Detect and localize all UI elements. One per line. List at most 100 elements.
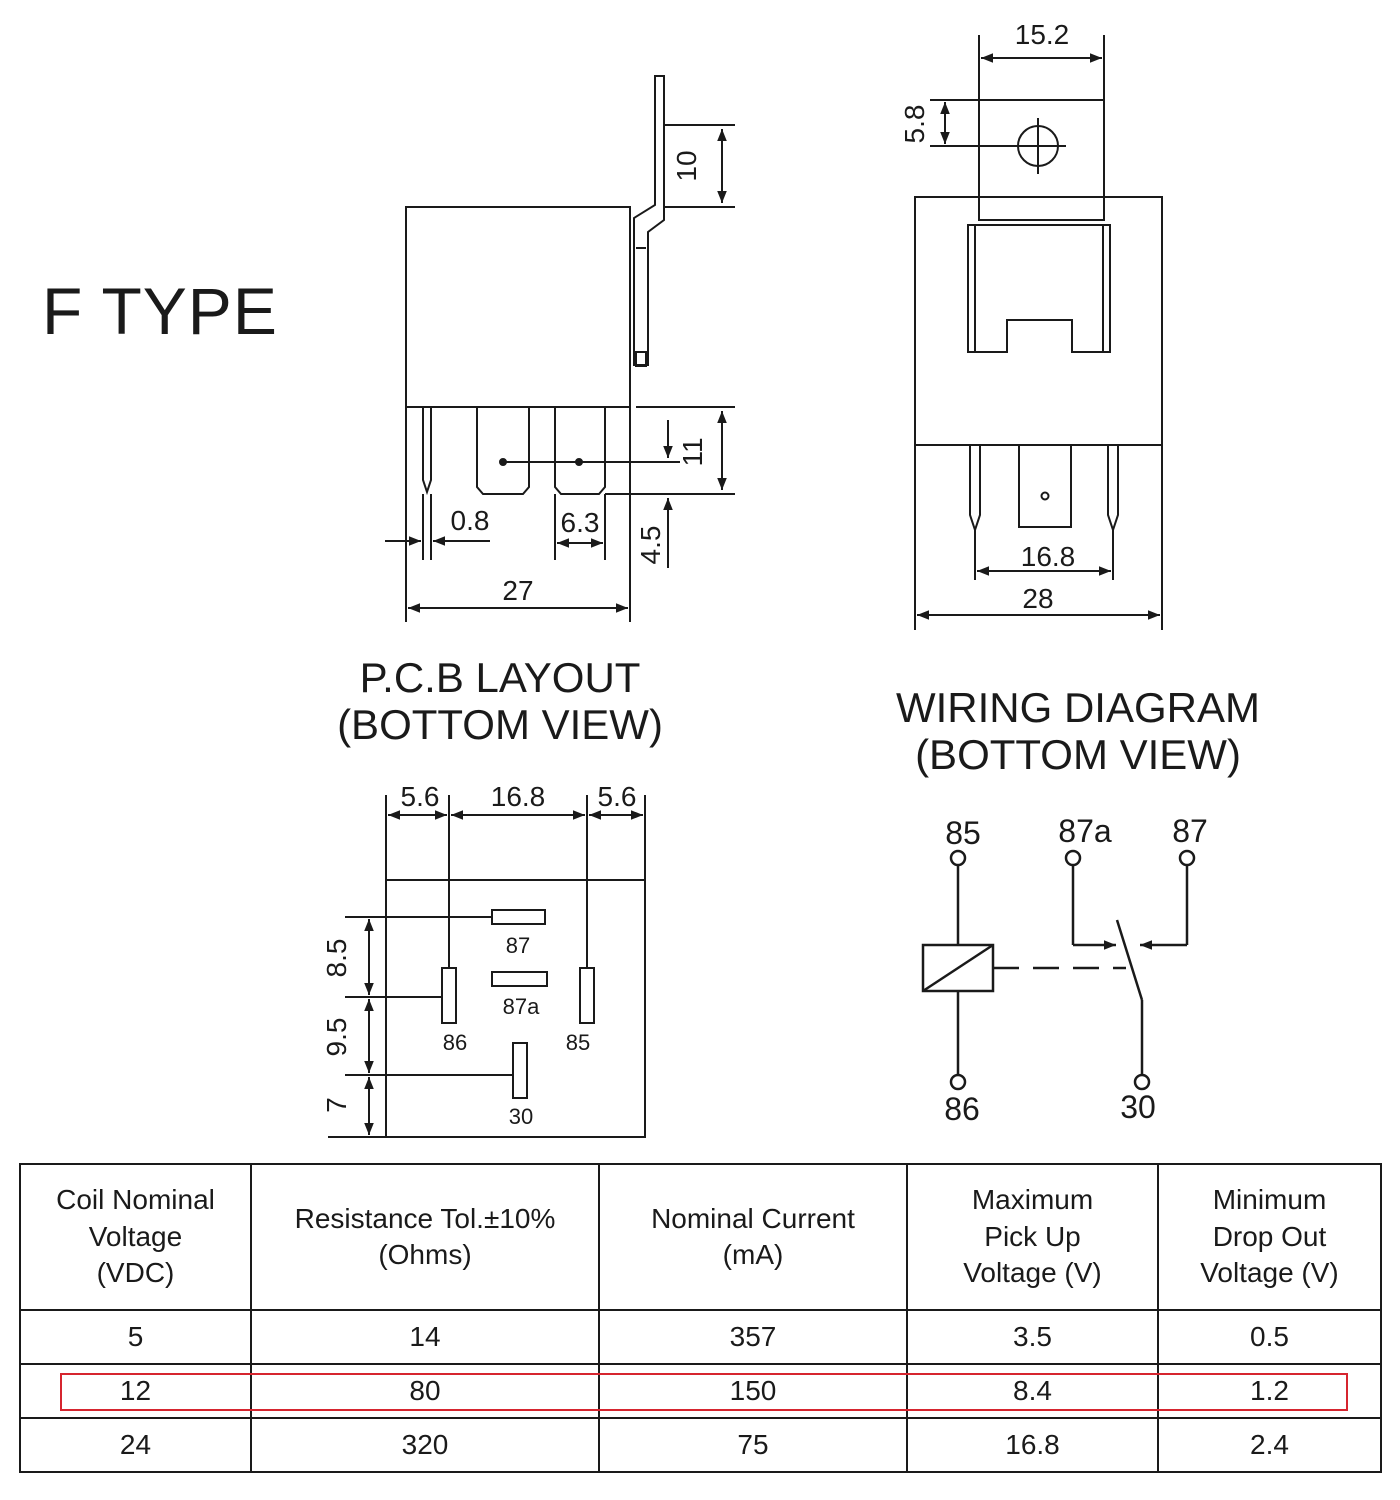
pad-87 (491, 909, 546, 925)
table-row: 12 80 150 8.4 1.2 (19, 1363, 1382, 1419)
dim-hole-height: 5.8 (899, 105, 930, 144)
pin-right-front (1107, 445, 1119, 534)
front-view-dims: 15.2 5.8 16.8 28 (899, 19, 1075, 614)
header-line: (Ohms) (378, 1239, 472, 1270)
header-line: (VDC) (96, 1257, 175, 1289)
terminal-87-circle (1178, 849, 1196, 867)
table-header-row: Coil Nominal Voltage (VDC) Resistance To… (19, 1163, 1382, 1311)
pad-86 (441, 967, 457, 1024)
blade-terminal-right (554, 407, 606, 495)
header-coil-voltage: Coil Nominal Voltage (VDC) (19, 1163, 252, 1311)
header-line: Nominal Current (651, 1202, 855, 1234)
pcb-dim-lower: 7 (321, 1097, 352, 1113)
pcb-layout-heading-line2: (BOTTOM VIEW) (337, 701, 663, 749)
table-cell: 16.8 (906, 1417, 1159, 1473)
terminal-label-30: 30 (1120, 1089, 1156, 1125)
pcb-dim-middle: 9.5 (321, 1018, 352, 1057)
header-resistance: Resistance Tol.±10% (Ohms) (250, 1163, 600, 1311)
table-row: 5 14 357 3.5 0.5 (19, 1309, 1382, 1365)
header-line: (mA) (722, 1239, 784, 1270)
pad-87a (491, 971, 548, 987)
relay-body-front (914, 196, 1163, 446)
dim-tab-width: 15.2 (1015, 19, 1070, 50)
relay-body-side (405, 206, 631, 408)
table-row: 24 320 75 16.8 2.4 (19, 1417, 1382, 1473)
pcb-layout-drawing (328, 795, 646, 1138)
side-view-dims: 10 11 0.8 6.3 4.5 27 (451, 150, 708, 606)
wiring-diagram-labels: 85 87a 87 86 30 (944, 813, 1208, 1127)
header-line: Drop Out (1212, 1220, 1327, 1252)
header-line: Voltage (V) (963, 1257, 1102, 1289)
table-cell: 5 (19, 1309, 252, 1365)
pcb-pin-label-87a: 87a (503, 994, 540, 1019)
pcb-layout-labels: 5.6 16.8 5.6 8.5 9.5 7 87 87a 86 85 30 (321, 781, 636, 1129)
dim-body-width-front: 28 (1022, 583, 1053, 614)
header-line: Voltage (88, 1220, 183, 1252)
technical-drawing: 10 11 0.8 6.3 4.5 27 (321, 19, 1208, 1138)
terminal-label-86: 86 (944, 1091, 980, 1127)
table-cell: 2.4 (1157, 1417, 1382, 1473)
header-line: Resistance Tol.±10% (294, 1202, 556, 1234)
pin-left-front (969, 445, 981, 534)
pad-30 (512, 1042, 528, 1099)
pcb-dim-right-offset: 5.6 (598, 781, 637, 812)
pcb-dim-left-offset: 5.6 (401, 781, 440, 812)
dim-pin-spacing: 16.8 (1021, 541, 1076, 572)
dim-bracket-height: 10 (671, 150, 702, 181)
table-cell: 24 (19, 1417, 252, 1473)
switch-armature (1115, 919, 1144, 1001)
blade-center-front (1018, 445, 1072, 528)
coil-spec-table: Coil Nominal Voltage (VDC) Resistance To… (19, 1163, 1382, 1473)
bracket-slot-front (967, 224, 1111, 353)
table-cell: 75 (598, 1417, 908, 1473)
header-line: Coil Nominal (56, 1184, 215, 1216)
terminal-label-87: 87 (1172, 813, 1208, 849)
table-cell: 0.5 (1157, 1309, 1382, 1365)
header-line: Minimum (1212, 1184, 1327, 1216)
wiring-diagram-heading-line2: (BOTTOM VIEW) (915, 731, 1241, 779)
blade-terminal-left (476, 407, 530, 495)
terminal-label-87a: 87a (1058, 813, 1112, 849)
header-pickup-voltage: Maximum Pick Up Voltage (V) (906, 1163, 1159, 1311)
pcb-pin-label-30: 30 (509, 1104, 533, 1129)
terminal-label-85: 85 (945, 815, 981, 851)
pcb-pin-label-87: 87 (506, 933, 530, 958)
page-title: F TYPE (42, 274, 278, 348)
pcb-dim-upper: 8.5 (321, 939, 352, 978)
dim-hole-offset: 4.5 (635, 526, 666, 565)
table-cell: 320 (250, 1417, 600, 1473)
header-current: Nominal Current (mA) (598, 1163, 908, 1311)
pcb-dim-pin-spacing: 16.8 (491, 781, 546, 812)
header-line: Maximum (971, 1184, 1094, 1216)
wiring-diagram-heading: WIRING DIAGRAM (BOTTOM VIEW) (868, 684, 1288, 778)
terminal-86-circle (949, 1073, 967, 1091)
thin-terminal-side (422, 407, 432, 496)
pcb-pin-label-86: 86 (443, 1030, 467, 1055)
side-view-drawing (385, 75, 735, 622)
dim-terminal-length: 11 (677, 437, 708, 466)
wiring-diagram-heading-line1: WIRING DIAGRAM (896, 684, 1260, 731)
row-highlight-box (60, 1373, 1348, 1411)
table-cell: 150 (598, 1363, 908, 1419)
pad-85 (579, 967, 595, 1024)
header-line: Pick Up (984, 1220, 1081, 1252)
mounting-bracket-side (633, 75, 665, 366)
front-view-drawing (914, 35, 1163, 630)
table-cell: 14 (250, 1309, 600, 1365)
terminal-30-circle (1133, 1073, 1151, 1091)
terminal-85-circle (949, 849, 967, 867)
mounting-tab-front (978, 99, 1105, 221)
table-cell: 3.5 (906, 1309, 1159, 1365)
pcb-layout-heading: P.C.B LAYOUT (BOTTOM VIEW) (300, 654, 700, 748)
pcb-pin-label-85: 85 (566, 1030, 590, 1055)
dim-body-width-side: 27 (502, 575, 533, 606)
table-cell: 357 (598, 1309, 908, 1365)
terminal-87a-circle (1064, 849, 1082, 867)
header-dropout-voltage: Minimum Drop Out Voltage (V) (1157, 1163, 1382, 1311)
dim-pin-width: 0.8 (451, 505, 490, 536)
pcb-layout-heading-line1: P.C.B LAYOUT (359, 654, 641, 701)
header-line: Voltage (V) (1200, 1257, 1339, 1289)
dim-blade-width: 6.3 (561, 507, 600, 538)
pcb-outline (385, 879, 646, 1138)
wiring-diagram-drawing (921, 849, 1196, 1091)
